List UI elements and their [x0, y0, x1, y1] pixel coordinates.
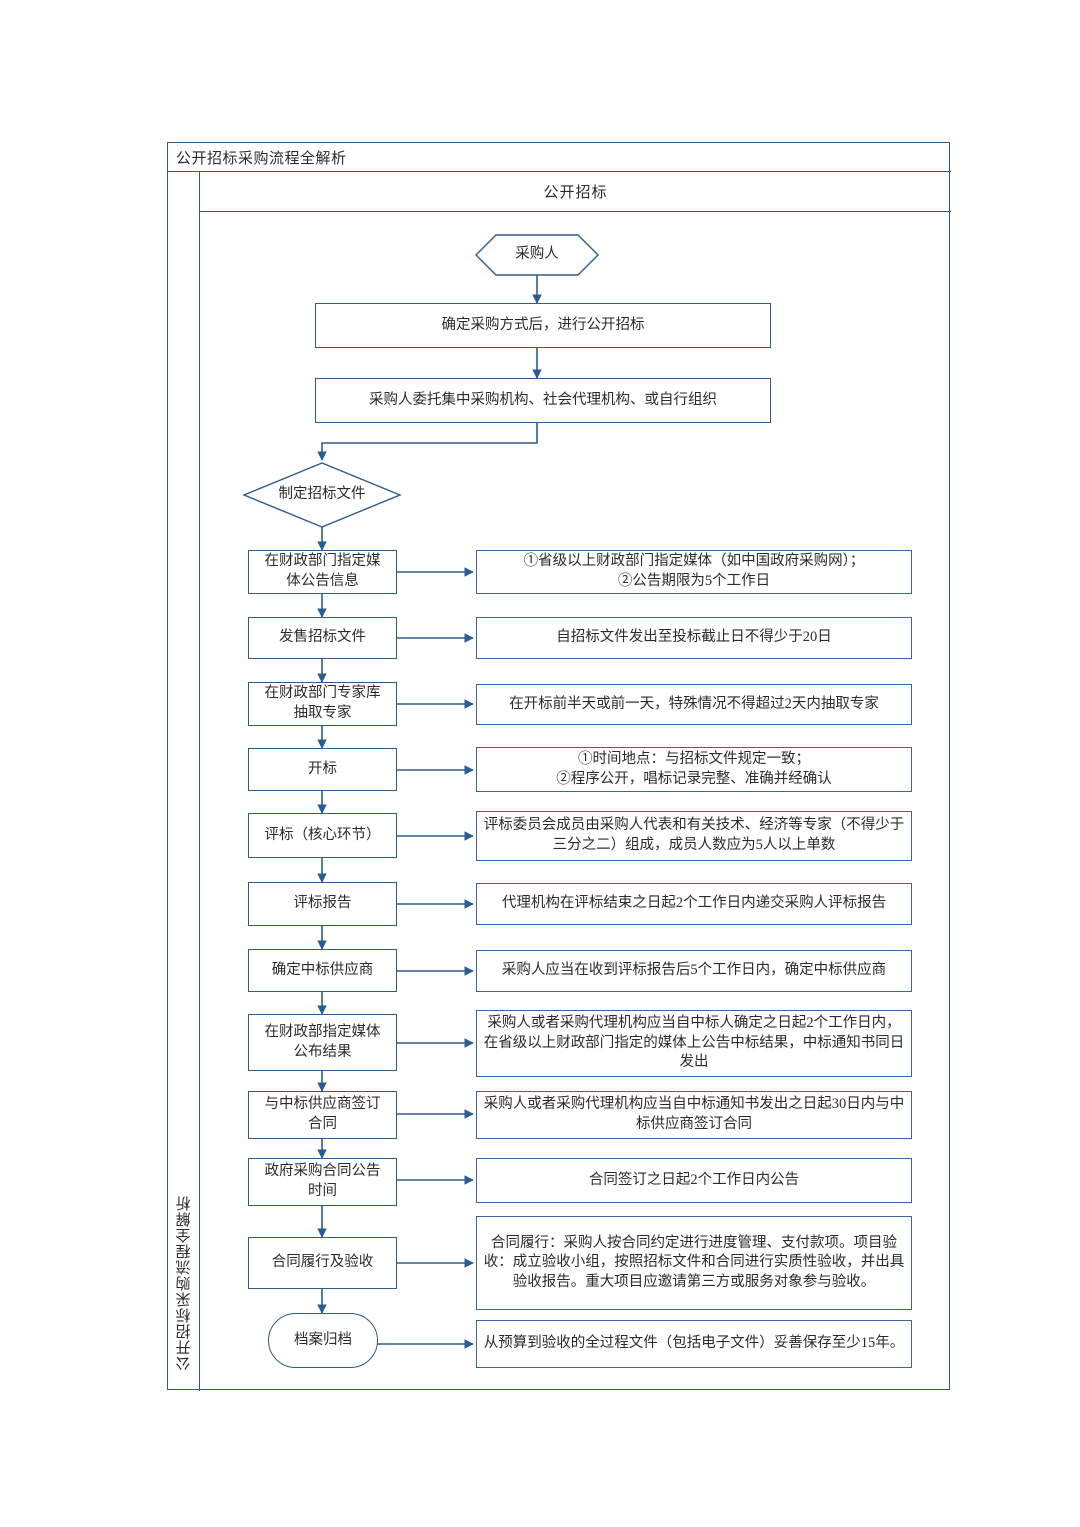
detail-sign-contract-text: 采购人或者采购代理机构应当自中标通知书发出之日起30日内与中标供应商签订合同: [483, 1096, 905, 1132]
detail-draw-experts-text: 在开标前半天或前一天，特殊情况不得超过2天内抽取专家: [509, 695, 879, 712]
node-determine-method[interactable]: 确定采购方式后，进行公开招标: [315, 303, 771, 348]
page-title: 公开招标采购流程全解析: [176, 150, 347, 167]
node-sell-docs-label: 发售招标文件: [279, 629, 366, 646]
detail-draw-experts: 在开标前半天或前一天，特殊情况不得超过2天内抽取专家: [476, 684, 912, 725]
node-perform-accept-label: 合同履行及验收: [271, 1254, 374, 1271]
detail-bid-opening: ①时间地点：与招标文件规定一致； ②程序公开，唱标记录完整、准确并经确认: [476, 747, 912, 792]
detail-archive-filing-text: 从预算到验收的全过程文件（包括电子文件）妥善保存至少15年。: [483, 1335, 905, 1352]
node-perform-accept[interactable]: 合同履行及验收: [248, 1237, 397, 1289]
detail-publish-result-text: 采购人或者采购代理机构应当自中标人确定之日起2个工作日内，在省级以上财政部门指定…: [483, 1015, 905, 1071]
node-announce[interactable]: 在财政部门指定媒 体公告信息: [248, 550, 397, 594]
node-bid-evaluation[interactable]: 评标（核心环节）: [248, 813, 397, 858]
node-determine-winner[interactable]: 确定中标供应商: [248, 949, 397, 992]
detail-bid-evaluation: 评标委员会成员由采购人代表和有关技术、经济等专家（不得少于三分之二）组成，成员人…: [476, 811, 912, 861]
diagram-title-bar: 公开招标采购流程全解析: [168, 143, 951, 172]
node-evaluation-report-label: 评标报告: [293, 895, 352, 912]
node-start-purchaser[interactable]: 采购人: [476, 235, 598, 275]
node-archive-filing-label: 档案归档: [294, 1331, 352, 1348]
node-prepare-tender-docs[interactable]: 制定招标文件: [244, 463, 400, 527]
detail-contract-announce: 合同签订之日起2个工作日内公告: [476, 1158, 912, 1203]
node-sign-contract[interactable]: 与中标供应商签订 合同: [248, 1091, 397, 1139]
detail-sign-contract: 采购人或者采购代理机构应当自中标通知书发出之日起30日内与中标供应商签订合同: [476, 1091, 912, 1139]
detail-bid-opening-text: ①时间地点：与招标文件规定一致； ②程序公开，唱标记录完整、准确并经确认: [556, 750, 832, 787]
section-header-text: 公开招标: [543, 185, 608, 201]
diagram-panel: 公开招标: [200, 172, 951, 1391]
node-prepare-tender-docs-label: 制定招标文件: [278, 486, 366, 503]
node-contract-announce[interactable]: 政府采购合同公告 时间: [248, 1158, 397, 1206]
detail-publish-result: 采购人或者采购代理机构应当自中标人确定之日起2个工作日内，在省级以上财政部门指定…: [476, 1010, 912, 1077]
node-start-label: 采购人: [515, 246, 559, 263]
node-publish-result-label: 在财政部指定媒体 公布结果: [264, 1023, 381, 1060]
node-draw-experts-label: 在财政部门专家库 抽取专家: [264, 685, 381, 721]
section-header: 公开招标: [200, 172, 951, 212]
node-determine-winner-label: 确定中标供应商: [271, 961, 374, 978]
node-announce-label: 在财政部门指定媒 体公告信息: [264, 553, 381, 589]
node-archive-filing[interactable]: 档案归档: [268, 1313, 378, 1368]
detail-announce-text: ①省级以上财政部门指定媒体（如中国政府采购网）； ②公告期限为5个工作日: [523, 553, 865, 589]
detail-contract-announce-text: 合同签订之日起2个工作日内公告: [588, 1171, 800, 1188]
node-bid-opening[interactable]: 开标: [248, 748, 397, 791]
detail-archive-filing: 从预算到验收的全过程文件（包括电子文件）妥善保存至少15年。: [476, 1320, 912, 1368]
node-publish-result[interactable]: 在财政部指定媒体 公布结果: [248, 1014, 397, 1071]
node-evaluation-report[interactable]: 评标报告: [248, 882, 397, 926]
diagram-frame: 公开招标采购流程全解析 公开招标采购流程全解析 公开招标: [167, 142, 951, 1391]
node-sell-docs[interactable]: 发售招标文件: [248, 617, 397, 659]
detail-determine-winner: 采购人应当在收到评标报告后5个工作日内，确定中标供应商: [476, 950, 912, 992]
node-entrust-agency-label: 采购人委托集中采购机构、社会代理机构、或自行组织: [369, 391, 717, 408]
detail-sell-docs: 自招标文件发出至投标截止日不得少于20日: [476, 617, 912, 659]
node-draw-experts[interactable]: 在财政部门专家库 抽取专家: [248, 682, 397, 726]
detail-evaluation-report-text: 代理机构在评标结束之日起2个工作日内递交采购人评标报告: [501, 895, 887, 912]
detail-announce: ①省级以上财政部门指定媒体（如中国政府采购网）； ②公告期限为5个工作日: [476, 550, 912, 594]
node-determine-method-label: 确定采购方式后，进行公开招标: [441, 316, 645, 333]
sidebar-label-text: 公开招标采购流程全解析: [176, 1195, 192, 1371]
node-bid-opening-label: 开标: [308, 760, 337, 777]
sidebar-vertical-label: 公开招标采购流程全解析: [168, 172, 200, 1391]
node-entrust-agency[interactable]: 采购人委托集中采购机构、社会代理机构、或自行组织: [315, 378, 771, 423]
detail-perform-accept: 合同履行：采购人按合同约定进行进度管理、支付款项。项目验收：成立验收小组，按照招…: [476, 1216, 912, 1310]
detail-sell-docs-text: 自招标文件发出至投标截止日不得少于20日: [556, 629, 832, 646]
detail-determine-winner-text: 采购人应当在收到评标报告后5个工作日内，确定中标供应商: [501, 962, 887, 979]
detail-bid-evaluation-text: 评标委员会成员由采购人代表和有关技术、经济等专家（不得少于三分之二）组成，成员人…: [483, 817, 905, 853]
detail-perform-accept-text: 合同履行：采购人按合同约定进行进度管理、支付款项。项目验收：成立验收小组，按照招…: [483, 1234, 905, 1290]
detail-evaluation-report: 代理机构在评标结束之日起2个工作日内递交采购人评标报告: [476, 883, 912, 925]
node-bid-evaluation-label: 评标（核心环节）: [264, 826, 381, 843]
node-contract-announce-label: 政府采购合同公告 时间: [264, 1163, 381, 1199]
node-sign-contract-label: 与中标供应商签订 合同: [264, 1096, 381, 1132]
